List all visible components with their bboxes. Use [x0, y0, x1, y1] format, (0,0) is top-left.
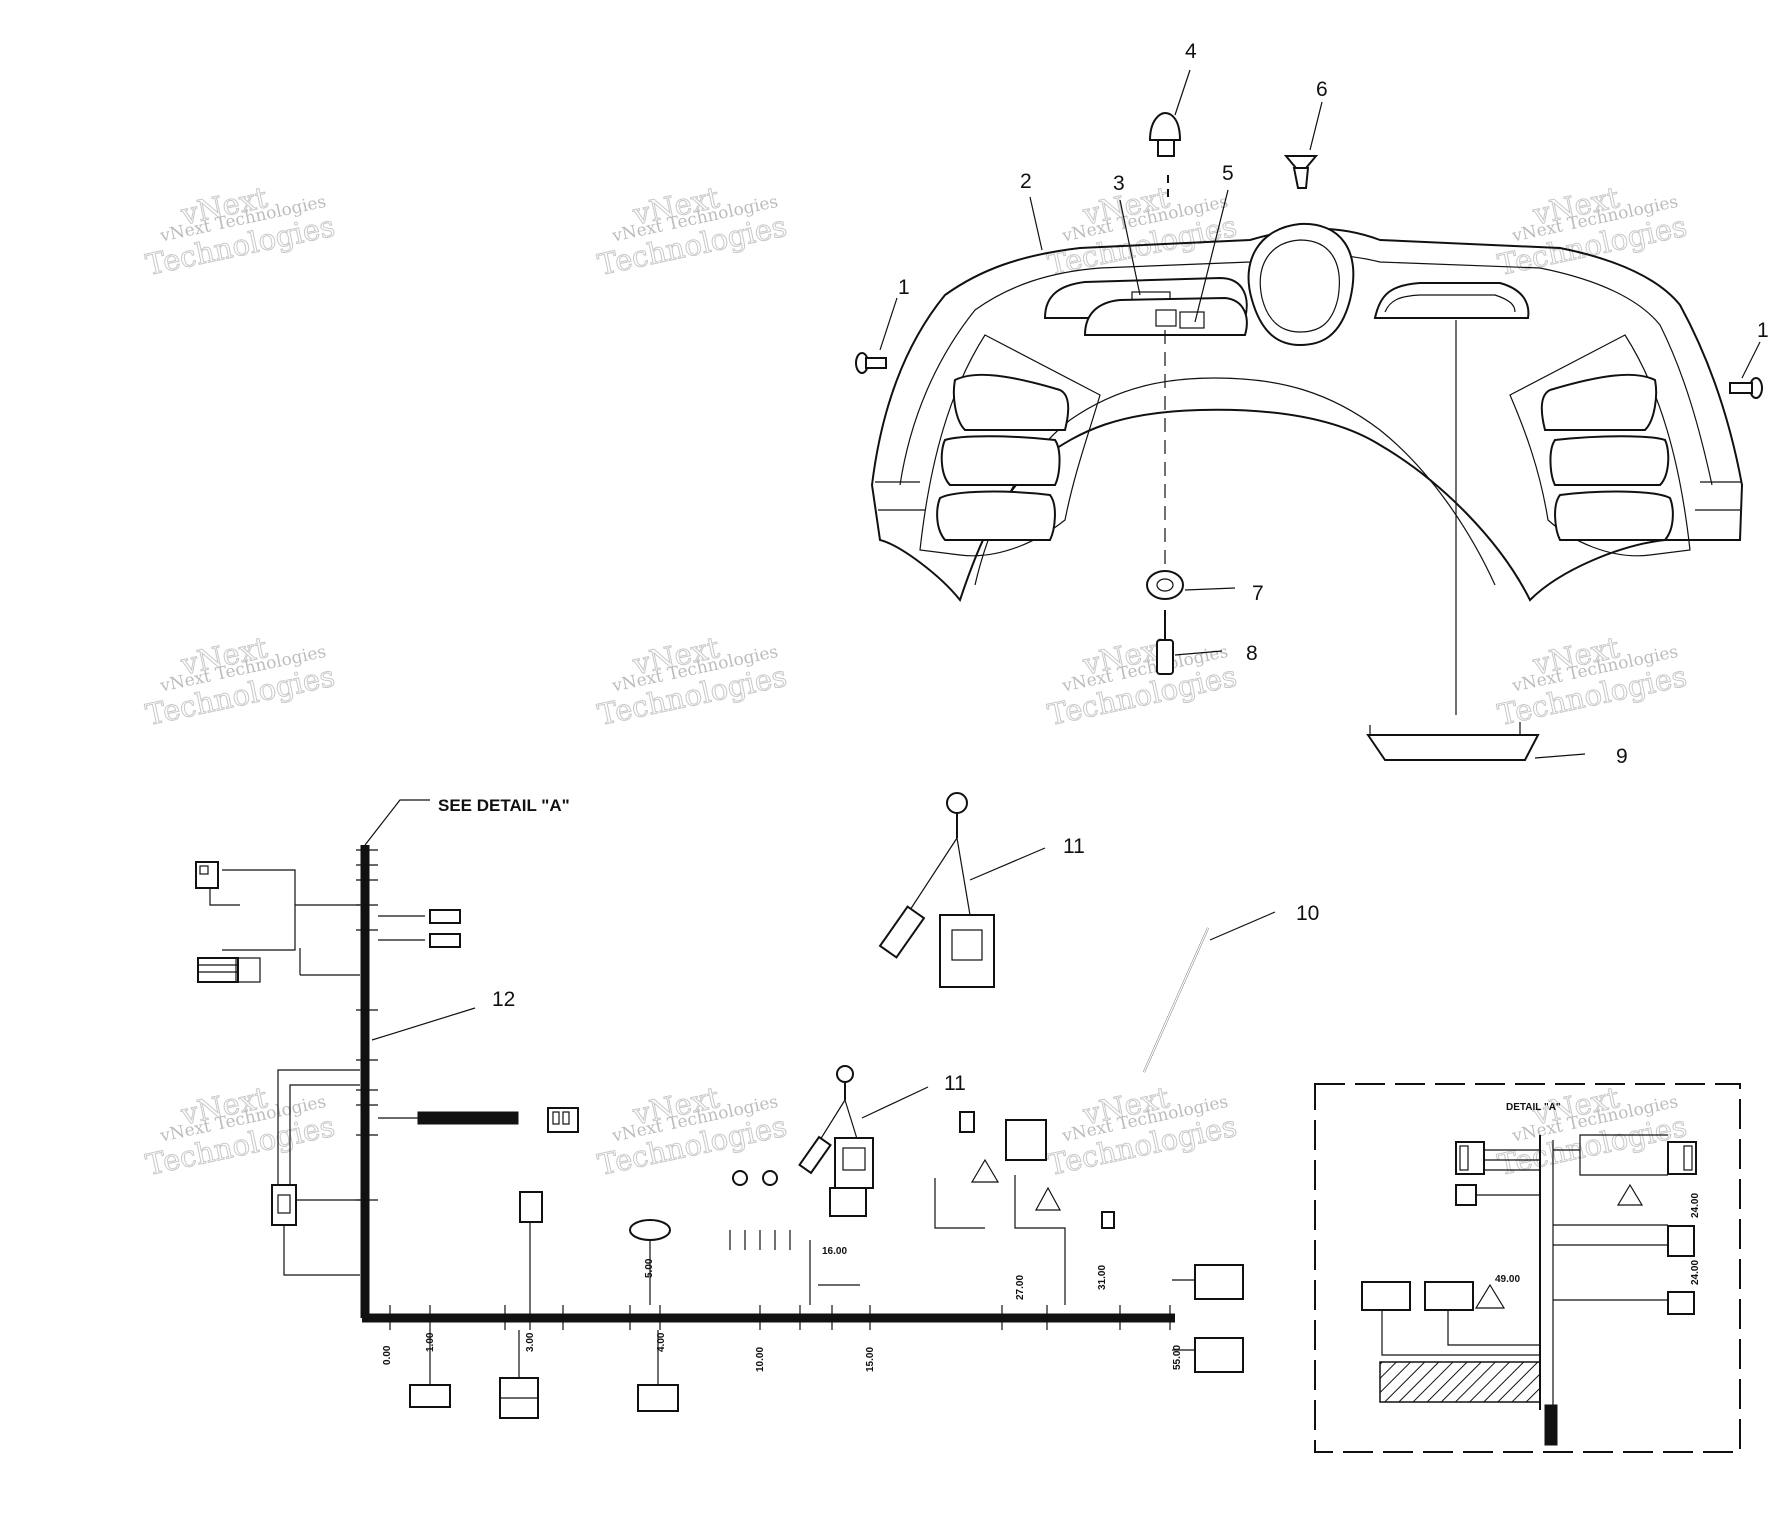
bulb-part-8 — [1156, 610, 1223, 675]
dim-label: 49.00 — [1495, 1274, 1520, 1285]
callout-part-8: 8 — [1246, 642, 1258, 665]
right-storage-cubbies — [1509, 334, 1691, 557]
dim-label: 10.00 — [755, 1347, 766, 1372]
callout-part-3: 3 — [1113, 172, 1125, 195]
wiring-harness-part-12 — [195, 799, 1244, 1419]
dim-label: 24.00 — [1690, 1260, 1701, 1285]
callout-part-11-upper: 11 — [1063, 835, 1085, 858]
callout-part-1-right: 1 — [1757, 319, 1769, 342]
callout-part-5: 5 — [1222, 162, 1234, 185]
leader-part-2 — [1029, 196, 1043, 251]
dim-label: 27.00 — [1015, 1275, 1026, 1300]
sensor-part-11-upper — [878, 792, 1046, 988]
lens-part-9 — [1366, 320, 1586, 761]
callout-part-9: 9 — [1616, 745, 1628, 768]
see-detail-label: SEE DETAIL "A" — [438, 796, 570, 815]
detail-a-panel — [1314, 1083, 1741, 1453]
rivet-left-part-1 — [855, 297, 898, 374]
dim-label: 3.00 — [525, 1332, 536, 1352]
callout-part-7: 7 — [1252, 582, 1264, 605]
detail-a-title: DETAIL "A" — [1506, 1102, 1561, 1113]
nut-part-7 — [1146, 570, 1236, 600]
left-storage-cubbies — [919, 334, 1101, 557]
callout-part-4: 4 — [1185, 40, 1197, 63]
callout-part-11-lower: 11 — [944, 1072, 966, 1095]
fastener-part-6 — [1283, 101, 1323, 189]
dim-label: 0.00 — [382, 1345, 393, 1365]
knob-part-4 — [1148, 69, 1191, 200]
dim-label: 31.00 — [1097, 1265, 1108, 1290]
callout-part-1-left: 1 — [898, 276, 910, 299]
harness-dimension-labels: 0.00 1.00 3.00 4.00 5.00 10.00 15.00 16.… — [382, 1193, 1701, 1372]
dim-label: 24.00 — [1690, 1193, 1701, 1218]
dim-label: 4.00 — [656, 1332, 667, 1352]
leader-part-3 — [1119, 199, 1141, 296]
tie-strap-part-10 — [1143, 911, 1276, 1073]
dim-label: 15.00 — [865, 1347, 876, 1372]
rivet-right-part-1 — [1729, 341, 1763, 399]
dim-label: 5.00 — [644, 1258, 655, 1278]
callout-part-6: 6 — [1316, 78, 1328, 101]
dashboard-panel — [870, 222, 1744, 603]
sensor-part-11-lower — [798, 1065, 929, 1189]
leader-part-5 — [1194, 189, 1229, 323]
dim-label: 16.00 — [822, 1246, 847, 1257]
dim-label: 1.00 — [425, 1332, 436, 1352]
callout-part-2: 2 — [1020, 170, 1032, 193]
callout-part-12: 12 — [492, 988, 515, 1011]
callout-labels: 1 1 2 3 4 5 6 7 8 9 10 11 11 12 SEE DETA… — [438, 40, 1769, 1113]
callout-part-10: 10 — [1296, 902, 1319, 925]
dim-label: 55.00 — [1172, 1345, 1183, 1370]
